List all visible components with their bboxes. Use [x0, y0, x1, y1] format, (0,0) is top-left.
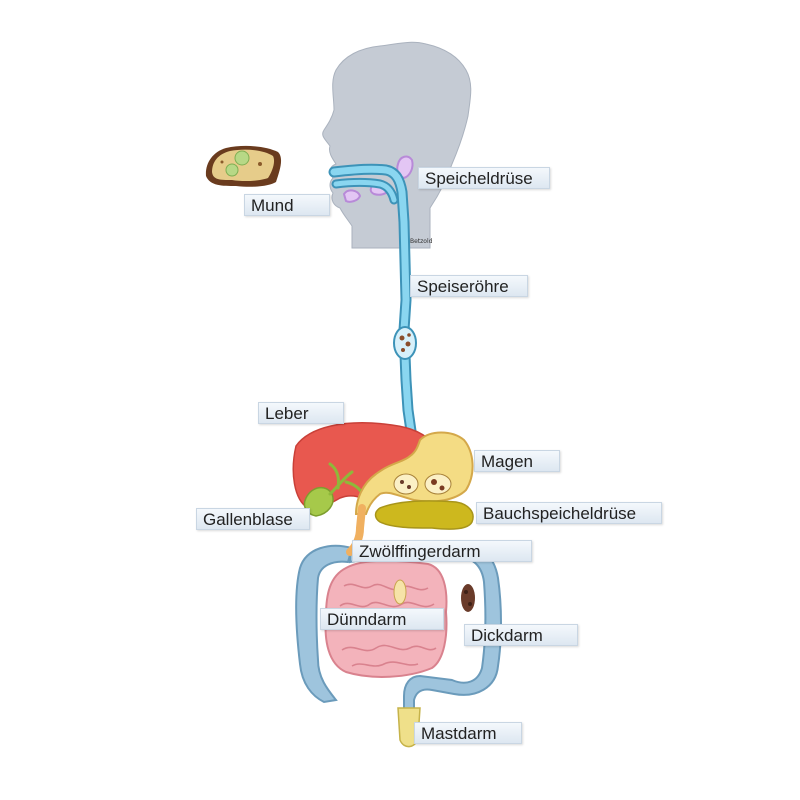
label-gallenblase: Gallenblase: [196, 508, 310, 530]
label-mastdarm: Mastdarm: [414, 722, 522, 744]
label-dickdarm: Dickdarm: [464, 624, 578, 646]
label-speicheldruese: Speicheldrüse: [418, 167, 550, 189]
food-bolus-icon: [393, 326, 417, 360]
label-leber: Leber: [258, 402, 344, 424]
gallbladder-shape: [303, 462, 366, 517]
bread-slice-icon: [205, 145, 282, 187]
label-duenndarm: Dünndarm: [320, 608, 444, 630]
label-mund: Mund: [244, 194, 330, 216]
label-zwoelffingerdarm: Zwölffingerdarm: [352, 540, 532, 562]
duodenum-shape: [346, 504, 366, 556]
stool-icon: [461, 584, 475, 612]
head-silhouette: [322, 41, 472, 249]
label-speiseroehre: Speiseröhre: [410, 275, 528, 297]
stomach-contents-icon: [393, 473, 452, 495]
label-bauchspeicheldruese: Bauchspeicheldrüse: [476, 502, 662, 524]
label-magen: Magen: [474, 450, 560, 472]
brand-logo: Betzold: [410, 238, 433, 245]
pancreas-shape: [374, 500, 474, 530]
